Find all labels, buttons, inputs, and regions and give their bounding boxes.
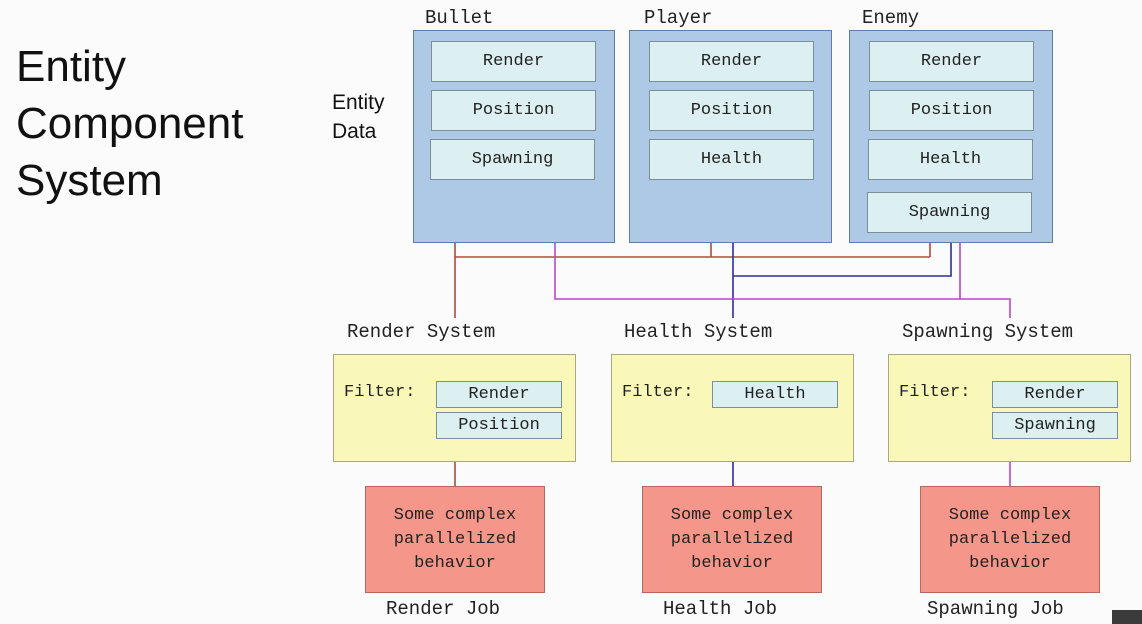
job-text-line-2: parallelized [393, 529, 517, 549]
entity-data-label-line-1: Entity [332, 91, 385, 114]
filter-label: Filter: [622, 383, 694, 402]
spawning-wires [554, 243, 1011, 486]
component-health: Health [649, 139, 814, 180]
job-text-line-2: parallelized [948, 529, 1072, 549]
system-box-render: Filter: Render Position [333, 354, 576, 462]
component-health: Health [868, 139, 1033, 180]
job-text-line-1: Some complex [948, 505, 1072, 525]
title-line-3: System [16, 156, 163, 205]
filter-render: Render [436, 381, 562, 408]
job-name-health: Health Job [663, 598, 778, 620]
job-name-spawning: Spawning Job [927, 598, 1064, 620]
entity-box-enemy: Render Position Health Spawning [849, 30, 1053, 243]
spawning-wire-bullet [554, 243, 1011, 318]
job-text-line-3: behavior [414, 553, 496, 573]
job-text-line-1: Some complex [393, 505, 517, 525]
title-line-2: Component [16, 99, 244, 148]
player-control-corner[interactable] [1112, 610, 1142, 624]
job-box-render: Some complex parallelized behavior [365, 486, 545, 593]
entity-data-label: Entity Data [332, 88, 385, 146]
job-text-line-3: behavior [969, 553, 1051, 573]
system-name-health: Health System [624, 321, 773, 343]
component-render: Render [431, 41, 596, 82]
filter-label: Filter: [899, 383, 971, 402]
component-render: Render [869, 41, 1034, 82]
job-box-health: Some complex parallelized behavior [642, 486, 822, 593]
entity-data-label-line-2: Data [332, 120, 377, 143]
component-render: Render [649, 41, 814, 82]
title-line-1: Entity [16, 42, 127, 91]
component-spawning: Spawning [867, 192, 1032, 233]
entity-name-player: Player [644, 7, 713, 29]
component-position: Position [649, 90, 814, 131]
health-wire-enemy [733, 243, 952, 277]
system-box-health: Filter: Health [611, 354, 854, 462]
render-wires [454, 243, 931, 486]
component-position: Position [431, 90, 596, 131]
job-text-line-1: Some complex [670, 505, 794, 525]
component-spawning: Spawning [430, 139, 595, 180]
entity-box-player: Render Position Health [629, 30, 832, 243]
filter-label: Filter: [344, 383, 416, 402]
system-box-spawning: Filter: Render Spawning [888, 354, 1131, 462]
system-name-render: Render System [347, 321, 496, 343]
filter-health: Health [712, 381, 838, 408]
health-wires [732, 243, 952, 486]
filter-spawning: Spawning [992, 412, 1118, 439]
job-name-render: Render Job [386, 598, 501, 620]
entity-name-enemy: Enemy [862, 7, 920, 29]
filter-position: Position [436, 412, 562, 439]
job-text-line-3: behavior [691, 553, 773, 573]
entity-name-bullet: Bullet [425, 7, 494, 29]
component-position: Position [869, 90, 1034, 131]
system-name-spawning: Spawning System [902, 321, 1074, 343]
job-text-line-2: parallelized [670, 529, 794, 549]
entity-box-bullet: Render Position Spawning [413, 30, 615, 243]
slide-title: Entity Component System [16, 38, 243, 209]
filter-render: Render [992, 381, 1118, 408]
job-box-spawning: Some complex parallelized behavior [920, 486, 1100, 593]
